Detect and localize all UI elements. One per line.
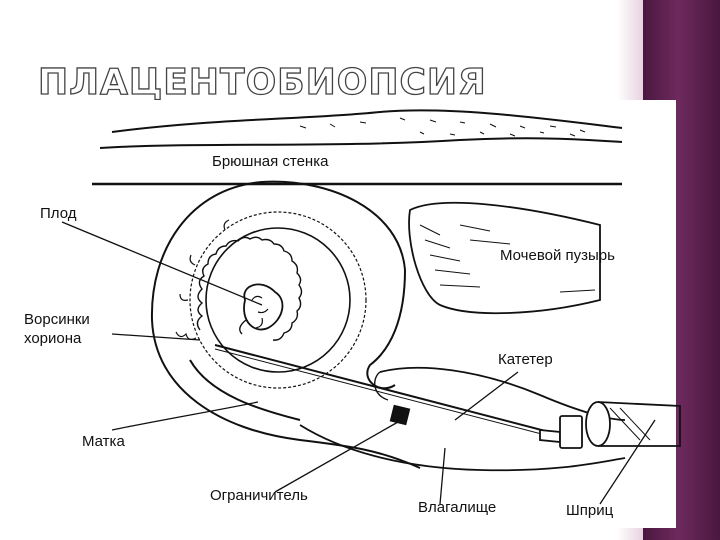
fetus xyxy=(239,283,284,335)
label-chorion-villi-1: Ворсинки xyxy=(24,311,90,328)
label-limiter: Ограничитель xyxy=(210,487,308,504)
leader-villi xyxy=(111,333,201,341)
leader-lines xyxy=(61,221,656,505)
urinary-bladder xyxy=(408,201,601,315)
figure-frame xyxy=(96,100,676,528)
amniotic-sac xyxy=(175,211,367,389)
catheter xyxy=(214,344,581,445)
syringe xyxy=(539,401,681,449)
limiter-block xyxy=(389,404,411,426)
leader-catheter xyxy=(454,371,519,421)
label-chorion-villi-2: хориона xyxy=(24,330,82,347)
abdominal-wall-texture xyxy=(299,117,586,137)
label-vagina: Влагалище xyxy=(418,499,496,516)
leader-fetus xyxy=(61,221,263,306)
label-bladder: Мочевой пузырь xyxy=(500,247,615,264)
label-fetus: Плод xyxy=(40,205,77,222)
leader-limiter xyxy=(274,421,399,493)
label-uterus: Матка xyxy=(82,433,125,450)
label-catheter: Катетер xyxy=(498,351,553,368)
label-abdominal-wall: Брюшная стенка xyxy=(212,153,329,170)
slide-title: ПЛАЦЕНТОБИОПСИЯ xyxy=(37,61,487,103)
label-syringe: Шприц xyxy=(566,502,614,519)
leader-uterus xyxy=(111,401,259,431)
abdominal-wall xyxy=(92,109,623,186)
leader-vagina xyxy=(439,447,446,505)
leader-syringe xyxy=(599,419,656,505)
